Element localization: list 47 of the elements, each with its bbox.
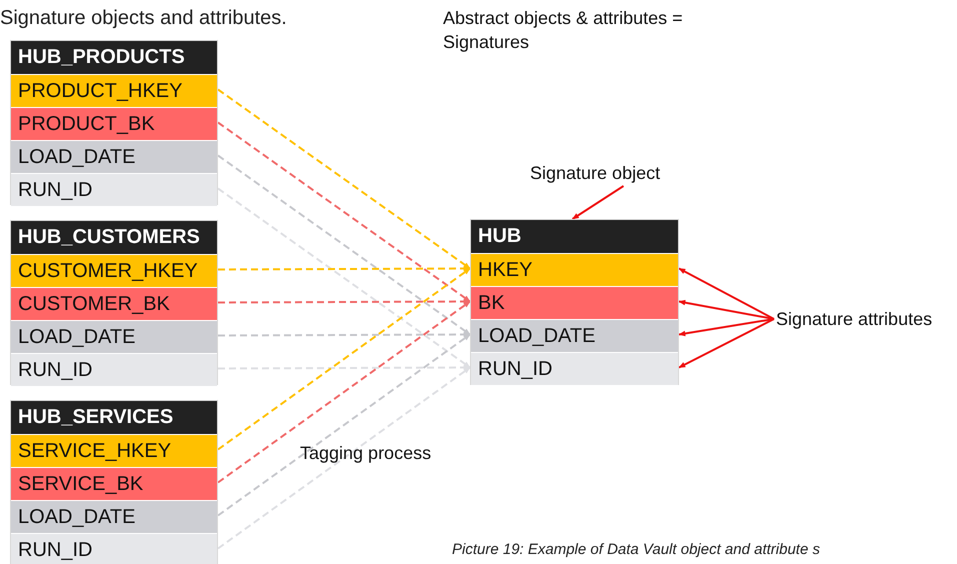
attribute-row: RUN_ID — [471, 352, 678, 385]
attribute-row: RUN_ID — [11, 533, 217, 564]
key-row: CUSTOMER_BK — [11, 287, 217, 320]
callout-text: Signature attributes — [776, 306, 932, 332]
arrow — [217, 334, 471, 516]
attribute-row: LOAD_DATE — [11, 140, 217, 173]
arrow — [678, 318, 774, 368]
arrow — [217, 88, 471, 270]
arrow — [678, 300, 774, 320]
arrow — [218, 332, 471, 338]
key-row: BK — [471, 286, 678, 319]
table-header: HUB_CUSTOMERS — [11, 221, 217, 254]
key-row: SERVICE_HKEY — [11, 434, 217, 467]
table-header: HUB_SERVICES — [11, 401, 217, 434]
caption: Picture 19: Example of Data Vault object and attribute s — [452, 540, 820, 560]
arrow — [218, 266, 471, 272]
key-row: SERVICE_BK — [11, 467, 217, 500]
attribute-row: RUN_ID — [11, 353, 217, 386]
table-card — [470, 219, 679, 385]
arrow — [217, 122, 471, 302]
attribute-row: LOAD_DATE — [11, 500, 217, 533]
arrow — [678, 268, 774, 320]
key-row: PRODUCT_HKEY — [11, 74, 217, 107]
arrow — [572, 185, 624, 220]
arrow — [218, 364, 471, 370]
arrow — [217, 300, 471, 484]
callout-text: Signature object — [530, 160, 660, 186]
note-text: Abstract objects & attributes = Signatures — [443, 7, 684, 54]
table-card — [10, 40, 218, 205]
arrow — [217, 268, 471, 450]
table-card — [10, 400, 218, 564]
note-text: Signature objects and attributes. — [0, 6, 287, 31]
arrow — [678, 318, 774, 336]
table-card — [10, 220, 218, 385]
attribute-row: LOAD_DATE — [471, 319, 678, 352]
attribute-row: LOAD_DATE — [11, 320, 217, 353]
arrow — [218, 298, 471, 304]
key-row: PRODUCT_BK — [11, 107, 217, 140]
process-label: Tagging process — [300, 442, 432, 465]
arrow — [217, 154, 471, 336]
key-row: CUSTOMER_HKEY — [11, 254, 217, 287]
arrow — [217, 366, 471, 550]
arrow — [217, 188, 471, 368]
table-header: HUB — [471, 220, 678, 253]
key-row: HKEY — [471, 253, 678, 286]
attribute-row: RUN_ID — [11, 173, 217, 206]
table-header: HUB_PRODUCTS — [11, 41, 217, 74]
